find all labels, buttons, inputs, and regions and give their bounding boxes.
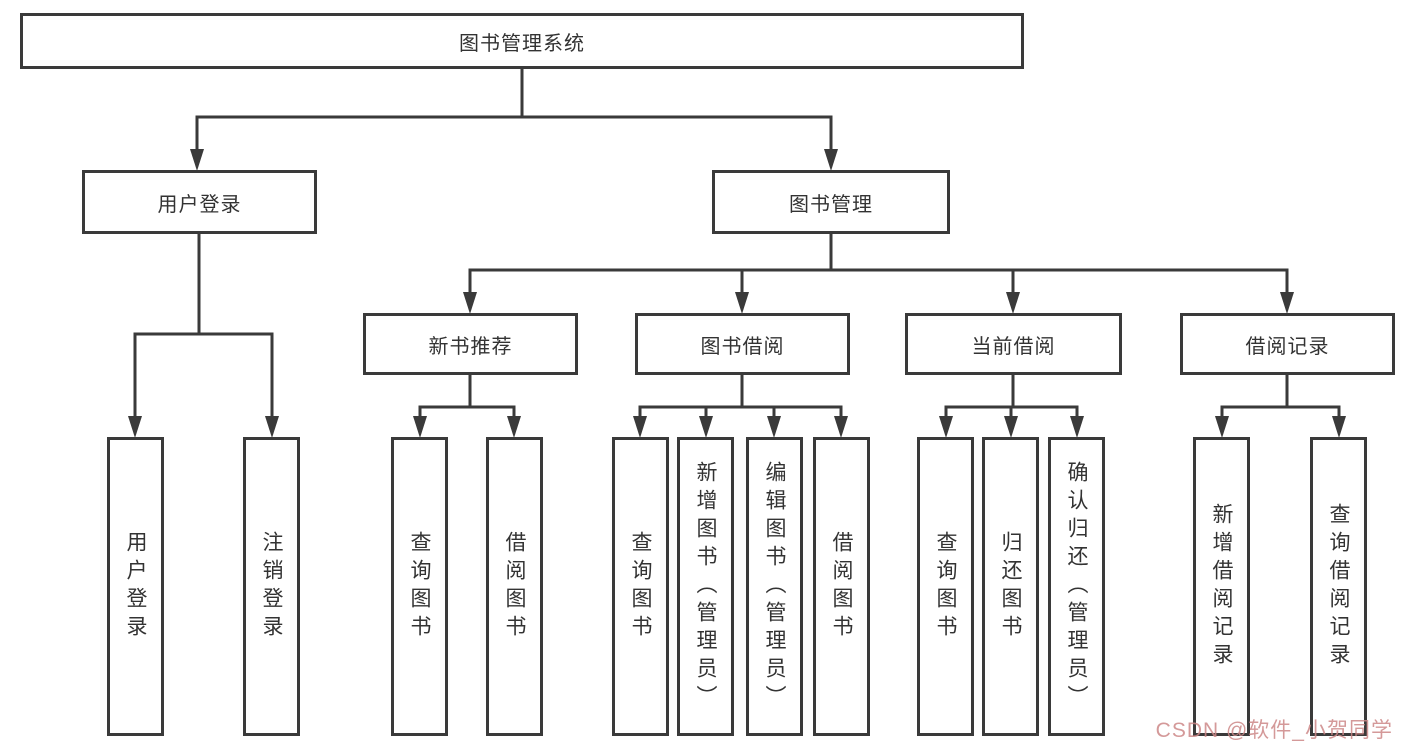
node-label: 确认归还（管理员） xyxy=(1065,460,1088,713)
node-leaf-recommend-query-book: 查询图书 xyxy=(391,437,448,736)
node-leaf-add-borrow-record: 新增借阅记录 xyxy=(1193,437,1250,736)
node-label: 编辑图书（管理员） xyxy=(763,460,786,713)
node-root-library-system: 图书管理系统 xyxy=(20,13,1024,69)
node-label: 新书推荐 xyxy=(428,335,513,358)
node-leaf-add-book-admin: 新增图书（管理员） xyxy=(677,437,734,736)
node-label: 新增借阅记录 xyxy=(1210,502,1233,671)
node-leaf-recommend-borrow-book: 借阅图书 xyxy=(486,437,543,736)
node-label: 用户登录 xyxy=(124,530,147,643)
node-label: 归还图书 xyxy=(999,530,1022,643)
node-leaf-user-login: 用户登录 xyxy=(107,437,164,736)
node-leaf-borrow-book: 借阅图书 xyxy=(813,437,870,736)
csdn-watermark: CSDN @软件_小贺同学 xyxy=(1155,719,1393,742)
node-label: 图书管理 xyxy=(789,193,873,216)
node-leaf-edit-book-admin: 编辑图书（管理员） xyxy=(746,437,803,736)
node-label: 新增图书（管理员） xyxy=(694,460,717,713)
node-label: 图书借阅 xyxy=(700,335,785,358)
node-label: 用户登录 xyxy=(157,193,242,216)
node-book-management: 图书管理 xyxy=(712,170,950,234)
node-leaf-logout: 注销登录 xyxy=(243,437,300,736)
node-label: 查询图书 xyxy=(408,530,431,643)
node-leaf-query-borrow-record: 查询借阅记录 xyxy=(1310,437,1367,736)
node-borrow-record: 借阅记录 xyxy=(1180,313,1395,375)
node-label: 查询图书 xyxy=(629,530,652,643)
node-current-borrow: 当前借阅 xyxy=(905,313,1122,375)
node-label: 借阅图书 xyxy=(503,530,526,643)
node-label: 图书管理系统 xyxy=(459,32,585,55)
node-leaf-confirm-return-admin: 确认归还（管理员） xyxy=(1048,437,1105,736)
node-label: 查询借阅记录 xyxy=(1327,502,1350,671)
node-user-login: 用户登录 xyxy=(82,170,317,234)
node-leaf-return-book: 归还图书 xyxy=(982,437,1039,736)
node-new-book-recommend: 新书推荐 xyxy=(363,313,578,375)
node-label: 借阅图书 xyxy=(830,530,853,643)
node-book-borrow: 图书借阅 xyxy=(635,313,850,375)
node-leaf-current-query-book: 查询图书 xyxy=(917,437,974,736)
node-leaf-borrow-query-book: 查询图书 xyxy=(612,437,669,736)
node-label: 借阅记录 xyxy=(1245,335,1330,358)
node-label: 当前借阅 xyxy=(971,335,1056,358)
node-label: 注销登录 xyxy=(260,530,283,643)
node-label: 查询图书 xyxy=(934,530,957,643)
